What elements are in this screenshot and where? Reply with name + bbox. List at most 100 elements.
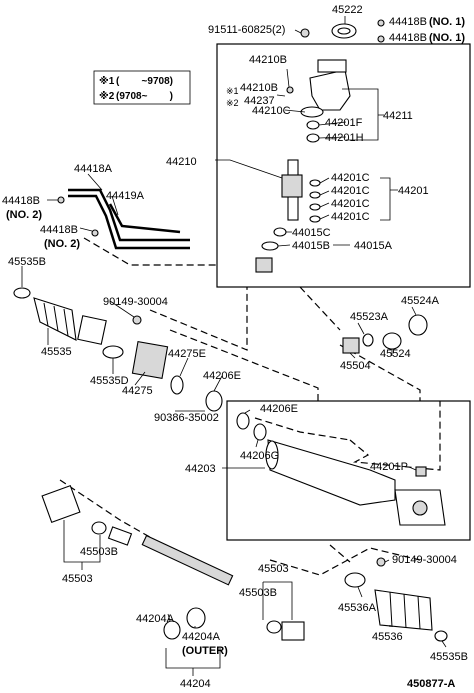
tie-rod-end-right xyxy=(281,621,305,641)
label-mark2: ※2 xyxy=(226,98,239,108)
pipe-44419a-inner xyxy=(108,203,181,234)
valve-ring-1 xyxy=(309,179,321,187)
bolt-91511 xyxy=(300,28,310,38)
valve-ring-4 xyxy=(309,215,321,223)
rack-end-cover xyxy=(77,315,107,345)
label-44201: 44201 xyxy=(398,185,429,197)
seal-44275e xyxy=(170,375,184,395)
legend-row1-mark: ※1 xyxy=(99,75,115,87)
valve-shaft-spline xyxy=(281,174,303,198)
rack-housing-44203 xyxy=(267,439,396,506)
dashed-rack-to-housing-3 xyxy=(339,344,421,401)
nut-44015a xyxy=(255,257,273,273)
legend-row2-mark: ※2 xyxy=(99,90,115,102)
nut-45503b-right xyxy=(266,620,282,634)
figure-code: 450877-A xyxy=(407,678,455,690)
rack-tube xyxy=(107,526,133,546)
label-45503b-right: 45503B xyxy=(239,587,277,599)
label-45503-right: 45503 xyxy=(258,563,289,575)
label-44418b-no1-b-note: (NO. 1) xyxy=(429,32,465,44)
bushing-45524 xyxy=(382,332,402,350)
boot-45536-ridges xyxy=(389,591,421,630)
label-44201c-4: 44201C xyxy=(331,211,370,223)
nut-45503b-left xyxy=(91,521,107,535)
label-45504: 45504 xyxy=(340,360,371,372)
bearing-44015c xyxy=(273,227,287,237)
upper-valve-housing-frame xyxy=(216,43,471,288)
clamp-45535b-bottom xyxy=(434,630,448,642)
label-90386: 90386-35002 xyxy=(154,412,219,424)
label-45503b-left: 45503B xyxy=(80,546,118,558)
nut-44418b-1 xyxy=(377,19,385,27)
spring-45523a xyxy=(362,333,374,347)
label-90149-top: 90149-30004 xyxy=(103,296,168,308)
label-44201c-3: 44201C xyxy=(331,198,370,210)
label-44206e-top: 44206E xyxy=(203,370,241,382)
label-44015b: 44015B xyxy=(292,240,330,252)
leader-lines xyxy=(21,16,447,676)
label-44210c: 44210C xyxy=(252,105,291,117)
label-44015a: 44015A xyxy=(354,240,393,252)
label-44201f: 44201F xyxy=(325,117,363,129)
label-44418b-no1-a: 44418B xyxy=(389,16,427,28)
rack-housing-end xyxy=(265,440,279,470)
boot-45535-ridges xyxy=(43,302,69,337)
label-44015c: 44015C xyxy=(292,227,331,239)
boot-clamp-44204a-right xyxy=(186,607,206,629)
bolt-90149-top xyxy=(132,315,142,325)
rack-housing-frame xyxy=(226,400,471,541)
label-45523a: 45523A xyxy=(350,311,389,323)
label-45535b-top: 45535B xyxy=(8,256,46,268)
piston-44275 xyxy=(131,341,169,379)
nut-44418b-no2-a xyxy=(57,196,65,204)
seal-44201f xyxy=(306,120,320,130)
label-45535: 45535 xyxy=(41,346,72,358)
label-44204a-right: 44204A xyxy=(182,631,221,643)
label-44210b-a: 44210B xyxy=(249,54,287,66)
dashed-pipe-to-housing xyxy=(83,237,217,266)
valve-ring-2 xyxy=(309,191,321,199)
label-44204a-left: 44204A xyxy=(136,613,175,625)
boot-45536 xyxy=(374,589,433,631)
legend-row1-text: ( ~9708) xyxy=(116,76,173,87)
plug-44201p xyxy=(415,466,427,477)
bolt-90149-bottom xyxy=(376,557,386,567)
pipe-44418a xyxy=(68,188,190,242)
seal-44015b xyxy=(261,241,279,251)
label-44201c-1: 44201C xyxy=(331,172,370,184)
label-44418b-no2-a-note: (NO. 2) xyxy=(6,209,42,221)
label-44206g: 44206G xyxy=(240,450,279,462)
pipe-44419a xyxy=(68,194,190,250)
seal-44206e-box xyxy=(236,412,250,430)
plug-44210b xyxy=(286,86,294,94)
label-44201p: 44201P xyxy=(370,461,408,473)
label-45524a: 45524A xyxy=(401,295,440,307)
clamp-45536a xyxy=(344,572,366,588)
label-44206e-box: 44206E xyxy=(260,403,298,415)
boot-45535 xyxy=(33,297,77,341)
label-45535d: 45535D xyxy=(90,375,129,387)
label-91511: 91511-60825(2) xyxy=(208,24,285,36)
valve-housing-44210 xyxy=(309,69,351,111)
label-outer: (OUTER) xyxy=(182,645,228,657)
label-45535b-bottom: 45535B xyxy=(430,651,468,663)
nut-45524a xyxy=(408,314,428,336)
dashed-rack-to-housing-2 xyxy=(169,329,319,401)
seal-44206g xyxy=(253,423,267,441)
part-45222-inner xyxy=(337,27,351,35)
label-44275e: 44275E xyxy=(168,348,206,360)
label-44203: 44203 xyxy=(185,463,216,475)
label-44418b-no1-a-note: (NO. 1) xyxy=(429,16,465,28)
label-45503-left: 45503 xyxy=(62,573,93,585)
legend-row2-text: (9708~ ) xyxy=(116,91,173,102)
seal-45535d xyxy=(102,345,124,359)
label-44210b-b: 44210B xyxy=(240,82,278,94)
dashed-inner-box-1 xyxy=(254,417,351,441)
label-44418a: 44418A xyxy=(74,163,113,175)
legend-box xyxy=(93,70,191,105)
label-44201h: 44201H xyxy=(325,132,364,144)
dashed-inner-box-2 xyxy=(349,401,441,471)
label-44419a: 44419A xyxy=(106,190,145,202)
seal-44201h xyxy=(306,133,320,143)
